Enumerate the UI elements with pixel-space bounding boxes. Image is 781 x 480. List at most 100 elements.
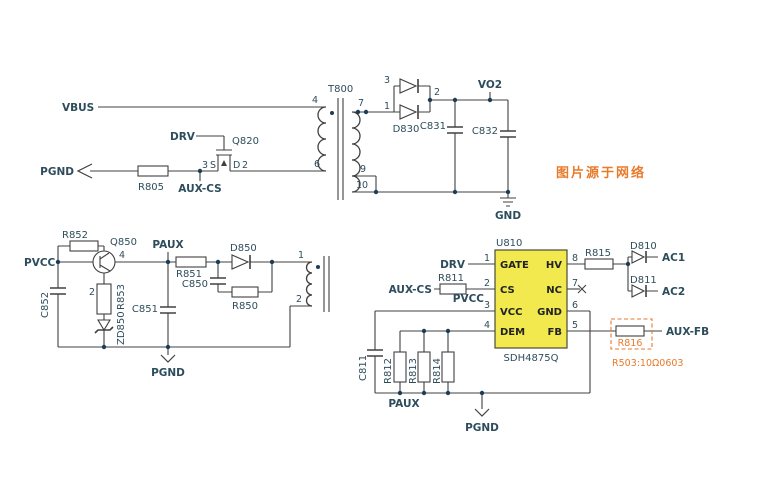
icpin-hv: HV [546,260,562,271]
resistor-r816-symbol [615,325,645,337]
label-t800: T800 [327,84,353,95]
label-r813: R813 [408,358,419,384]
capacitor-c851-symbol [160,306,176,314]
resistor-r851-symbol [175,256,207,268]
label-ac2: AC2 [662,286,685,298]
pin-aux-2: 2 [296,294,302,305]
resistor-r850-symbol [231,286,259,298]
label-r816: R816 [618,338,643,349]
label-q850: Q850 [110,237,137,248]
label-drv-primary: DRV [170,131,196,143]
pin-u810-2: 2 [484,278,490,289]
pin-u810-4: 4 [484,320,490,331]
label-q820: Q820 [232,136,259,147]
nc-cross-icon [577,284,587,294]
r816-highlight-box [610,318,653,350]
capacitor-c831-symbol [447,126,463,134]
icpin-fb: FB [548,327,562,338]
transformer-aux-winding-symbol [305,256,330,312]
icpin-dem: DEM [500,327,525,338]
label-paux-left: PAUX [152,239,183,251]
gnd-symbol [500,197,516,207]
icpin-nc: NC [546,285,562,296]
label-r811: R811 [438,273,464,284]
label-zd850: ZD850 [116,311,127,345]
label-d811: D811 [630,275,657,286]
mosfet-q820-symbol [221,160,227,166]
ic-u810-body [494,249,568,349]
label-pgnd-bottom: PGND [465,422,499,434]
label-vbus: VBUS [62,102,94,114]
pin-d830-1: 1 [384,101,390,112]
pin-q850-2: 2 [89,287,95,298]
pin-q820-s: S [210,160,216,171]
capacitor-c832-symbol [500,130,516,138]
diode-d810-symbol [631,250,647,264]
pin-aux-1: 1 [298,250,304,261]
pin-t800-10: 10 [356,180,368,191]
pin-t800-4: 4 [312,95,318,106]
label-r814: R814 [432,358,443,384]
label-c851: C851 [132,304,158,315]
capacitor-c811-symbol [367,349,383,357]
label-aux-cs-ic: AUX-CS [389,284,432,296]
diode-d811-symbol [631,284,647,298]
icpin-vcc: VCC [500,307,522,318]
pin-t800-9: 9 [360,164,366,175]
resistor-r852-symbol [69,240,99,252]
label-paux-bottom: PAUX [388,398,419,410]
icpin-gnd: GND [537,307,562,318]
zener-zd850-symbol [94,319,114,334]
icpin-gate: GATE [500,260,529,271]
pin-u810-3: 3 [484,300,490,311]
pin-q820-3: 3 [202,160,208,171]
label-pvcc-ic: PVCC [453,293,485,305]
transformer-t800-symbol [317,98,361,200]
label-ac1: AC1 [662,252,685,264]
pgnd-arrow-bottom [474,408,490,417]
label-sdh4875q: SDH4875Q [504,353,559,364]
resistor-r813-symbol [417,351,431,383]
pgnd-arrow-mid [160,354,176,363]
pin-q820-d: D [233,160,240,171]
label-pgnd-mid: PGND [151,367,185,379]
resistor-r811-symbol [439,283,467,295]
label-c852: C852 [40,292,51,318]
pgnd-arrow-left [76,163,93,179]
label-vo2: VO2 [478,79,502,91]
icpin-cs: CS [500,285,515,296]
diode-d850-symbol [231,254,251,270]
label-d810: D810 [630,241,657,252]
label-r852: R852 [62,230,88,241]
label-r851: R851 [176,269,202,280]
pin-t800-7: 7 [358,98,364,109]
capacitor-c850-symbol [210,277,226,285]
label-d850: D850 [230,243,257,254]
label-gnd: GND [495,210,521,222]
resistor-r815-symbol [584,258,614,270]
label-r805: R805 [138,182,164,193]
pin-u810-5: 5 [572,320,578,331]
pin-u810-6: 6 [572,300,578,311]
label-c832: C832 [472,126,498,137]
pin-u810-7: 7 [572,278,578,289]
label-u810: U810 [496,238,522,249]
label-r815: R815 [585,248,611,259]
diode-d830-symbol [399,78,419,120]
transistor-q850-symbol [92,250,116,274]
label-r853: R853 [116,284,127,310]
pin-d830-3: 3 [384,75,390,86]
label-drv-ic: DRV [440,259,466,271]
resistor-r805-symbol [137,165,169,177]
label-c850: C850 [182,279,208,290]
pin-q820-2: 2 [242,160,248,171]
junction-dots [55,97,631,396]
watermark-text: 图片源于网络 [556,165,646,181]
label-r812: R812 [383,358,394,384]
pin-u810-8: 8 [572,253,578,264]
label-r850: R850 [232,301,258,312]
pin-t800-6: 6 [314,159,320,170]
pin-u810-1: 1 [484,253,490,264]
